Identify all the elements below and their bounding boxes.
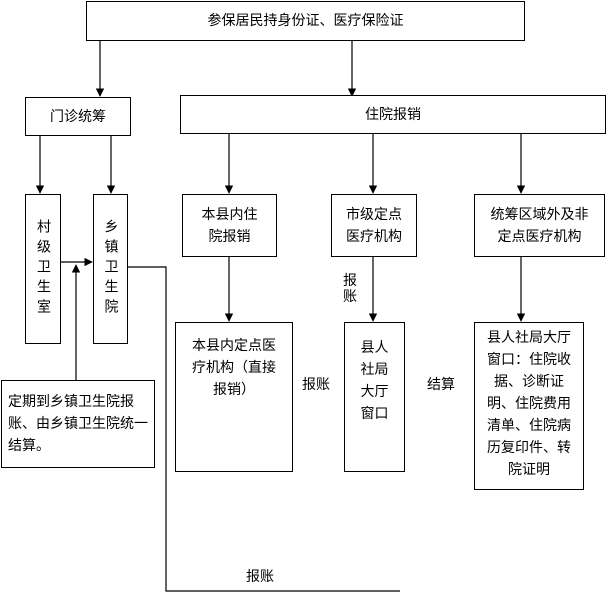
node-township-label: 乡镇卫生院 (102, 219, 119, 319)
node-village-label: 村级卫生室 (35, 219, 51, 319)
node-outpatient: 门诊统筹 (25, 97, 131, 136)
node-top: 参保居民持身份证、医疗保险证 (86, 1, 525, 41)
line-township-to-bottom (128, 266, 400, 592)
node-bureau-docs-label: 县人社局大厅窗口：住院收据、诊断证明、住院费用清单、住院病历复印件、转院证明 (487, 330, 571, 478)
node-note: 定期到乡镇卫生院报账、由乡镇卫生院统一结算。 (1, 380, 155, 468)
label-reimburse-vertical: 报账 (343, 273, 357, 305)
node-county-inst: 本县内定点医疗机构（直接报销） (175, 322, 293, 472)
node-county-in-label: 本县内住院报销 (201, 206, 258, 245)
node-bureau-docs: 县人社局大厅窗口：住院收据、诊断证明、住院费用清单、住院病历复印件、转院证明 (474, 322, 584, 490)
node-note-label: 定期到乡镇卫生院报账、由乡镇卫生院统一结算。 (8, 394, 148, 454)
node-top-label: 参保居民持身份证、医疗保险证 (207, 13, 404, 29)
node-township: 乡镇卫生院 (93, 194, 128, 344)
node-outside-label: 统筹区域外及非定点医疗机构 (490, 206, 589, 245)
node-outside: 统筹区域外及非定点医疗机构 (474, 194, 605, 257)
node-village: 村级卫生室 (25, 194, 61, 344)
node-bureau: 县人社局大厅窗口 (344, 322, 405, 472)
node-county-inst-label: 本县内定点医疗机构（直接报销） (192, 338, 276, 398)
node-outpatient-label: 门诊统筹 (50, 108, 106, 125)
node-inpatient-label: 住院报销 (365, 106, 421, 123)
label-reimburse-mid: 报账 (302, 377, 330, 393)
node-bureau-label: 县人社局大厅窗口 (360, 340, 389, 422)
node-city-label: 市级定点医疗机构 (346, 206, 402, 245)
node-inpatient: 住院报销 (180, 95, 606, 134)
label-settle: 结算 (427, 377, 455, 393)
node-city: 市级定点医疗机构 (331, 194, 417, 257)
label-reimburse-bottom: 报账 (246, 569, 274, 585)
node-county-in: 本县内住院报销 (182, 194, 277, 257)
